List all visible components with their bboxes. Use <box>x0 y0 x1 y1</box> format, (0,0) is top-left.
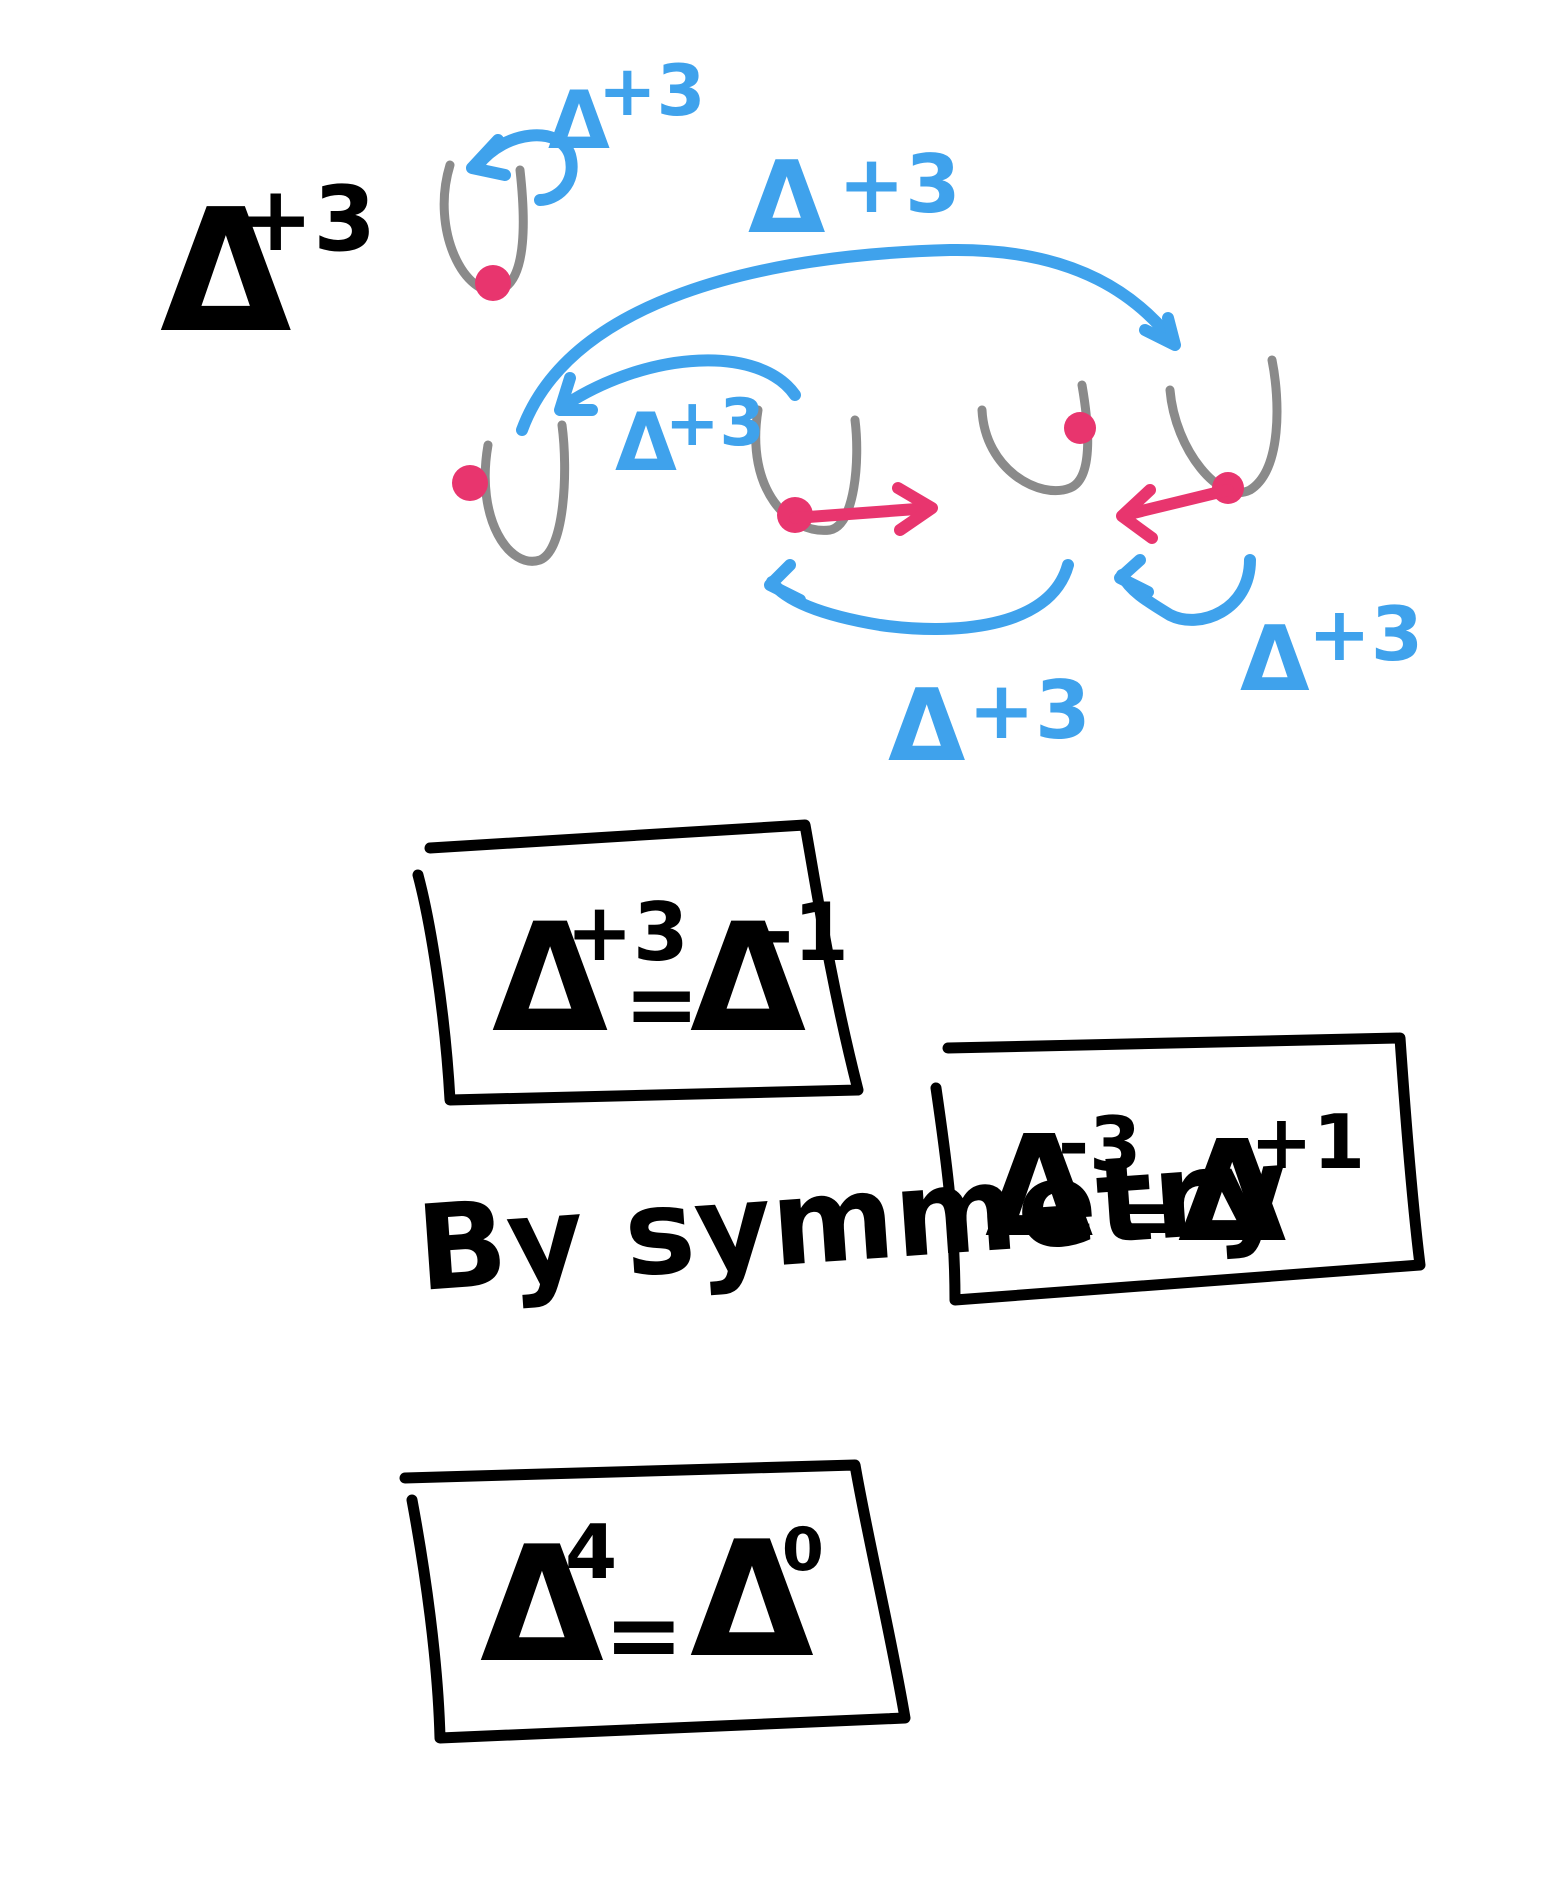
eq1-rhs-exp: -1 <box>760 886 849 979</box>
loop-arrow-top-head <box>466 134 511 181</box>
move-arrow-left <box>1119 484 1234 521</box>
header-delta: Δ <box>160 173 292 371</box>
beads <box>452 265 1244 533</box>
label-top-loop: Δ +3 <box>548 50 705 167</box>
eq2-rhs-delta: Δ <box>1178 1111 1286 1274</box>
bowl-5 <box>1165 355 1282 497</box>
lower-arc-arrow <box>766 559 1074 635</box>
label-bottom-loop-exp: +3 <box>1308 590 1423 678</box>
eq2-lhs-delta: Δ <box>985 1106 1093 1269</box>
label-top-loop-exp: +3 <box>598 50 705 132</box>
bead-2 <box>452 465 488 501</box>
eq1-equals: = <box>624 952 699 1057</box>
shift-arrows <box>466 129 1256 635</box>
big-arc-arrow <box>516 243 1178 436</box>
position-bowls <box>439 160 1282 566</box>
label-big-arc-exp: +3 <box>838 138 961 231</box>
eq2-equals: = <box>1112 1167 1183 1266</box>
label-back-arc-exp: +3 <box>665 386 765 461</box>
back-arc-arrow-head <box>554 372 598 416</box>
label-lower-arc: Δ +3 <box>888 664 1091 784</box>
eq1-lhs-exp: +3 <box>566 886 689 979</box>
big-arc-arrow-head <box>1139 312 1181 351</box>
equation-box-3: Δ 4 = Δ 0 <box>399 1459 911 1744</box>
shift-labels: Δ +3 Δ +3 Δ +3 Δ +3 Δ +3 <box>548 50 1423 784</box>
lower-arc-arrow-head <box>764 559 806 606</box>
label-big-arc: Δ +3 <box>748 138 961 256</box>
eq2-lhs-exp: -3 <box>1058 1100 1141 1188</box>
label-bottom-loop-delta: Δ <box>1240 607 1310 712</box>
label-back-arc-delta: Δ <box>615 396 677 489</box>
label-lower-arc-exp: +3 <box>968 664 1091 757</box>
bead-1 <box>475 265 511 301</box>
move-arrow-right-head <box>892 482 938 536</box>
eq3-rhs-exp: 0 <box>782 1515 824 1585</box>
eq3-equals: = <box>604 1581 684 1691</box>
equation-box-1-frame <box>412 819 864 1106</box>
eq3-lhs-delta: Δ <box>480 1511 604 1698</box>
loop-arrow-bottom-head <box>1114 554 1154 598</box>
move-arrow-right <box>789 502 936 524</box>
bowl-2 <box>480 420 570 566</box>
move-arrow-left-head <box>1116 484 1158 544</box>
label-big-arc-delta: Δ <box>748 139 825 256</box>
equation-box-1: Δ +3 = Δ -1 <box>412 819 864 1106</box>
label-bottom-loop: Δ +3 <box>1240 590 1423 712</box>
equation-box-2: Δ -3 = Δ +1 <box>930 1032 1426 1306</box>
label-back-arc: Δ +3 <box>615 386 765 489</box>
equation-box-3-frame <box>399 1459 911 1744</box>
bowl-3 <box>751 405 862 535</box>
eq2-rhs-exp: +1 <box>1250 1098 1365 1186</box>
header-exponent: +3 <box>238 167 376 272</box>
eq3-rhs-delta: Δ <box>690 1506 814 1693</box>
bead-4 <box>1064 412 1096 444</box>
back-arc-arrow <box>559 354 801 411</box>
bead-move-arrows <box>789 482 1234 544</box>
eq3-lhs-exp: 4 <box>565 1508 617 1596</box>
eq1-rhs-delta: Δ <box>690 892 806 1066</box>
label-top-loop-delta: Δ <box>548 74 610 167</box>
eq1-lhs-delta: Δ <box>492 892 608 1066</box>
equation-box-2-frame <box>930 1032 1426 1306</box>
header-expression: Δ +3 <box>160 167 376 371</box>
loop-arrow-top <box>472 129 578 206</box>
label-lower-arc-delta: Δ <box>888 667 965 784</box>
